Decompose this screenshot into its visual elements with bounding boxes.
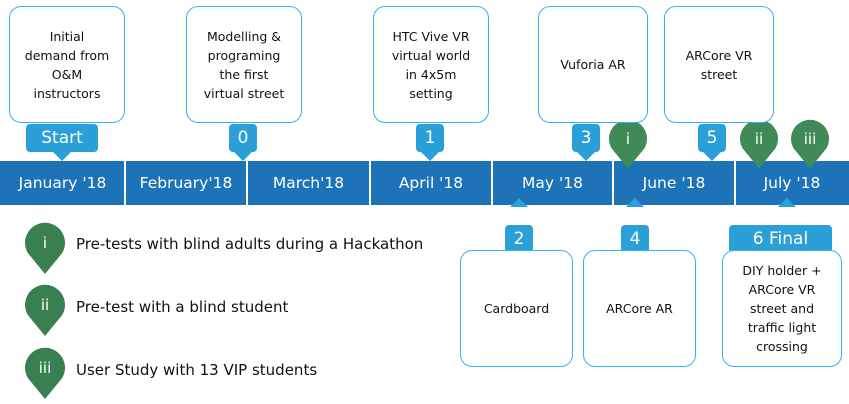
milestone-tag-6-final: 6 Final xyxy=(729,225,832,253)
milestone-card-start: Initial demand from O&M instructors xyxy=(9,6,125,123)
card-text: Modelling & programing the first virtual… xyxy=(203,28,285,101)
timeline-bar xyxy=(0,161,849,205)
legend-text-i: Pre-tests with blind adults during a Hac… xyxy=(76,235,424,253)
card-text: ARCore AR xyxy=(606,301,673,316)
svg-text:i: i xyxy=(43,234,47,252)
milestone-card-5: ARCore VR street xyxy=(664,6,774,123)
tag-pointer xyxy=(421,152,439,161)
legend-pin-i: i xyxy=(25,222,65,274)
pin-i: i xyxy=(608,119,647,169)
milestone-card-4: ARCore AR xyxy=(583,250,696,367)
month-separator xyxy=(369,161,371,205)
month-separator xyxy=(734,161,736,205)
month-separator xyxy=(124,161,126,205)
pin-ii: ii xyxy=(740,119,778,169)
legend-text-ii: Pre-test with a blind student xyxy=(76,298,289,316)
card-text: Initial demand from O&M instructors xyxy=(24,28,110,101)
month-label: February'18 xyxy=(139,174,233,192)
milestone-tag-4: 4 xyxy=(621,225,649,253)
svg-text:ii: ii xyxy=(41,296,49,314)
month-separator xyxy=(491,161,493,205)
month-label: May '18 xyxy=(522,174,583,192)
milestone-tag-2: 2 xyxy=(505,225,533,253)
card-text: ARCore VR street xyxy=(685,47,753,82)
card-text: Vuforia AR xyxy=(560,57,626,72)
milestone-tag-3: 3 xyxy=(572,124,600,152)
month-label: June '18 xyxy=(642,174,706,192)
svg-text:ii: ii xyxy=(755,130,763,148)
milestone-tag-0: 0 xyxy=(229,124,257,152)
milestone-card-1: HTC Vive VR virtual world in 4x5m settin… xyxy=(373,6,489,123)
milestone-card-6-final: DIY holder + ARCore VR street and traffi… xyxy=(722,250,842,367)
svg-text:i: i xyxy=(626,130,630,148)
legend-text-iii: User Study with 13 VIP students xyxy=(76,361,318,379)
svg-text:iii: iii xyxy=(39,359,52,377)
milestone-tag-1: 1 xyxy=(416,124,444,152)
tag-pointer xyxy=(510,198,528,207)
month-separator xyxy=(612,161,614,205)
pin-iii: iii xyxy=(791,119,830,169)
month-label: April '18 xyxy=(398,174,464,192)
card-text: HTC Vive VR virtual world in 4x5m settin… xyxy=(391,28,471,101)
milestone-card-2: Cardboard xyxy=(460,250,573,367)
svg-text:iii: iii xyxy=(804,130,817,148)
milestone-card-0: Modelling & programing the first virtual… xyxy=(186,6,302,123)
month-label: July '18 xyxy=(763,174,821,192)
tag-pointer xyxy=(703,152,721,161)
month-separator xyxy=(246,161,248,205)
card-text: DIY holder + ARCore VR street and traffi… xyxy=(742,263,822,354)
tag-pointer xyxy=(577,152,595,161)
month-label: March'18 xyxy=(272,174,345,192)
tag-pointer xyxy=(53,152,71,161)
milestone-card-3: Vuforia AR xyxy=(538,6,648,123)
card-text: Cardboard xyxy=(483,301,550,316)
tag-pointer xyxy=(778,198,796,207)
legend-pin-iii: iii xyxy=(25,347,65,399)
legend-pin-ii: ii xyxy=(25,284,65,336)
tag-pointer xyxy=(626,198,644,207)
milestone-tag-5: 5 xyxy=(698,124,726,152)
milestone-tag-start: Start xyxy=(26,124,98,152)
tag-pointer xyxy=(234,152,252,161)
month-label: January '18 xyxy=(18,174,107,192)
